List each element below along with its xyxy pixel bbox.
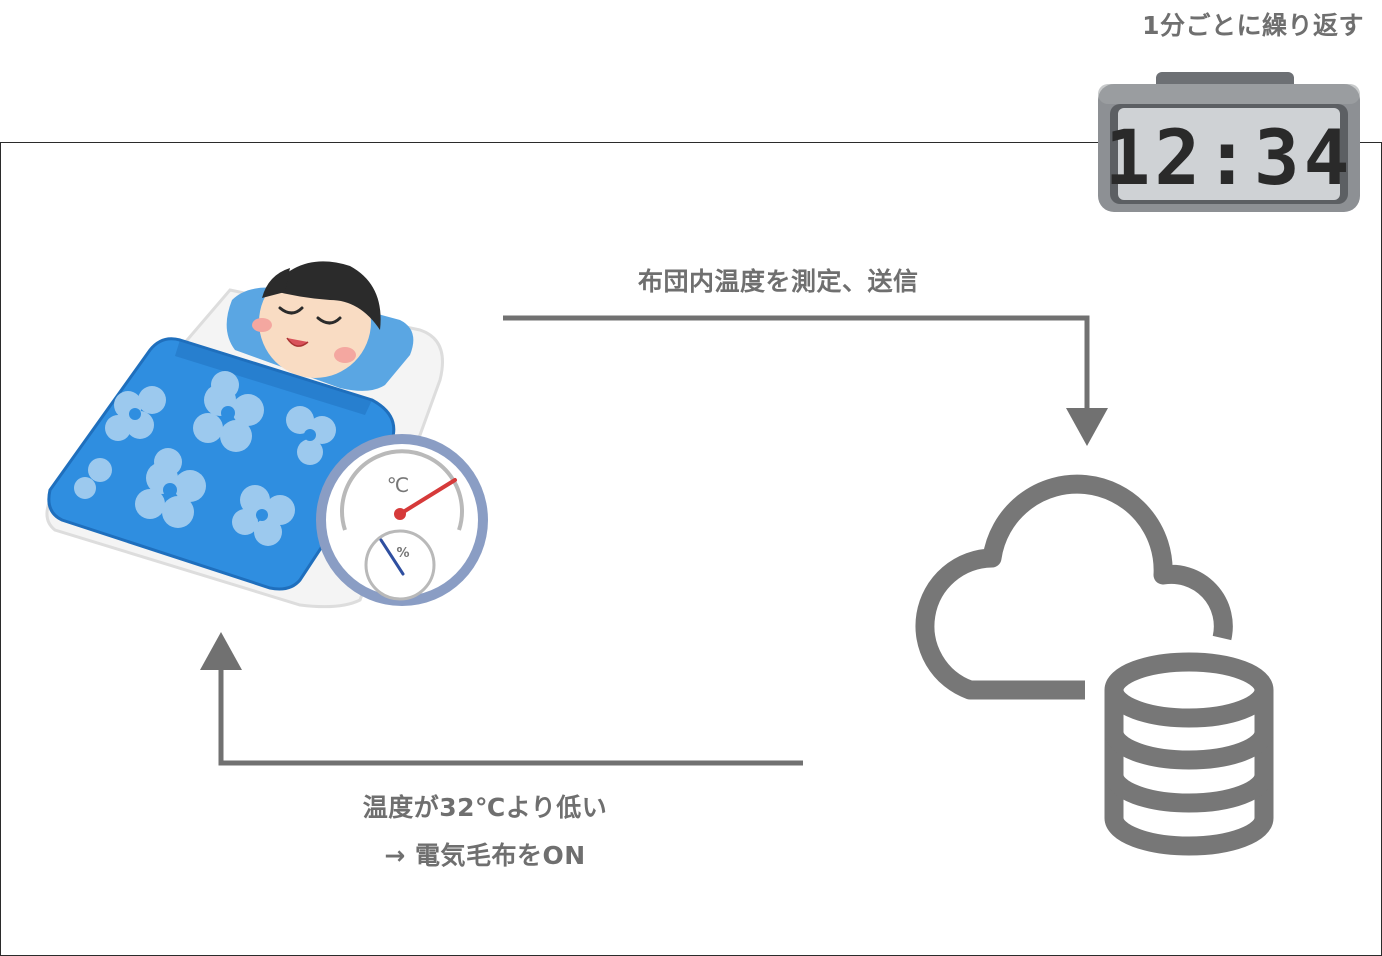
repeat-interval-label: 1分ごとに繰り返す <box>1142 11 1364 40</box>
temperature-needle <box>398 478 457 516</box>
clock-screen <box>1118 108 1340 200</box>
cloud-icon <box>915 474 1233 700</box>
humidity-needle <box>379 538 405 576</box>
thermo-hygrometer-icon: ℃ % <box>316 434 488 606</box>
clock-digits: 12:34 <box>1105 113 1354 202</box>
temp-unit-label: ℃ <box>387 473 409 497</box>
database-icon <box>1104 652 1274 856</box>
humidity-unit-label: % <box>396 546 409 561</box>
alarm-clock-icon: 12:34 <box>1098 72 1360 212</box>
measure-send-edge-label: 布団内温度を測定、送信 <box>638 267 919 296</box>
action-edge-label: → 電気毛布をON <box>384 841 586 870</box>
condition-edge-label: 温度が32℃より低い <box>362 793 608 822</box>
arrow-control-feedback <box>200 632 803 766</box>
arrow-measure-send <box>503 315 1108 446</box>
